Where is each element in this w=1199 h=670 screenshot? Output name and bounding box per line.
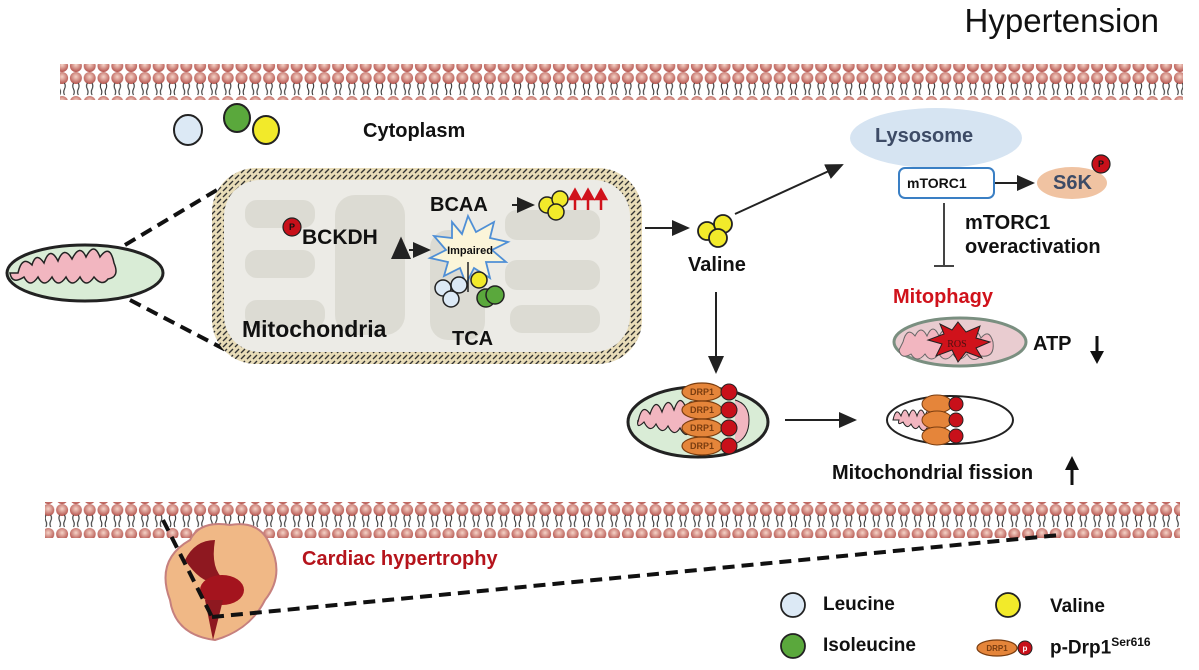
legend-drp1-icon	[976, 639, 1018, 657]
mtorc1-box-label: mTORC1	[907, 175, 967, 191]
fission-mitochondrion-icon	[886, 394, 1014, 446]
top-membrane	[60, 64, 1183, 100]
zoom-line-bottom	[129, 298, 246, 362]
legend-p-text: p	[1023, 644, 1028, 653]
lysosome-organelle	[850, 108, 1022, 168]
valine-label: Valine	[688, 254, 746, 276]
bcaa-cluster-icon	[173, 103, 280, 146]
legend-leucine-label: Leucine	[823, 594, 895, 615]
legend-isoleucine-icon	[780, 633, 806, 659]
bcaa-label: BCAA	[430, 194, 488, 216]
triple-up-arrow-icon	[567, 187, 609, 210]
drp1-label: DRP1	[690, 441, 714, 451]
bckdh-phospho-icon	[282, 217, 302, 237]
ros-text: ROS	[947, 339, 966, 350]
tca-label: TCA	[452, 328, 494, 350]
s6k-node	[1037, 167, 1107, 199]
lysosome-label: Lysosome	[875, 125, 974, 147]
fission-label: Mitochondrial fission	[832, 462, 1034, 484]
legend-icons	[780, 592, 1033, 659]
legend-drp1-text: DRP1	[986, 644, 1008, 653]
legend-valine-label: Valine	[1050, 596, 1105, 617]
cytoplasm-label: Cytoplasm	[363, 120, 466, 142]
drp1-oligomer	[681, 382, 738, 456]
mitophagy-label: Mitophagy	[893, 286, 993, 308]
drp1-label: DRP1	[690, 405, 714, 415]
arrow-valine-to-lysosome	[734, 164, 844, 215]
bckdh-label: BCKDH	[302, 226, 378, 249]
impaired-text: Impaired	[447, 245, 493, 257]
atp-down-arrow-icon	[1090, 336, 1104, 364]
s6k-phospho-icon	[1091, 154, 1111, 174]
drp1-label: DRP1	[690, 423, 714, 433]
s6k-p-text: P	[1098, 159, 1104, 169]
tca-bcaa-cluster-icon	[434, 271, 505, 308]
cardiac-hypertrophy-label: Cardiac hypertrophy	[302, 548, 498, 570]
drp1-label: DRP1	[690, 387, 714, 397]
mtorc1-box	[898, 167, 995, 199]
valine-accumulation-icon	[538, 190, 569, 221]
heart-zoom-line-b	[211, 533, 1061, 619]
valine-cluster-icon	[697, 214, 733, 248]
legend-pdrp1-label: p-Drp1Ser616	[1050, 635, 1151, 659]
legend-leucine-icon	[780, 592, 806, 618]
atp-label: ATP	[1033, 333, 1072, 355]
damaged-mitochondrion-icon	[892, 316, 1028, 368]
fission-up-arrow-icon	[1065, 456, 1079, 485]
legend-valine-icon	[995, 592, 1021, 618]
legend-pdrp1-sup: Ser616	[1111, 635, 1151, 649]
bckdh-p-text: P	[289, 222, 295, 232]
legend-pdrp1-text: p-Drp1	[1050, 637, 1112, 659]
mitochondrion-icon	[5, 243, 165, 303]
legend-isoleucine-label: Isoleucine	[823, 635, 916, 656]
mitochondria-label: Mitochondria	[242, 316, 387, 342]
page-title: Hypertension	[964, 2, 1159, 39]
s6k-label: S6K	[1053, 172, 1092, 194]
overactivation-line2: overactivation	[965, 236, 1101, 258]
overactivation-line1: mTORC1	[965, 212, 1051, 234]
heart-icon	[164, 523, 278, 642]
